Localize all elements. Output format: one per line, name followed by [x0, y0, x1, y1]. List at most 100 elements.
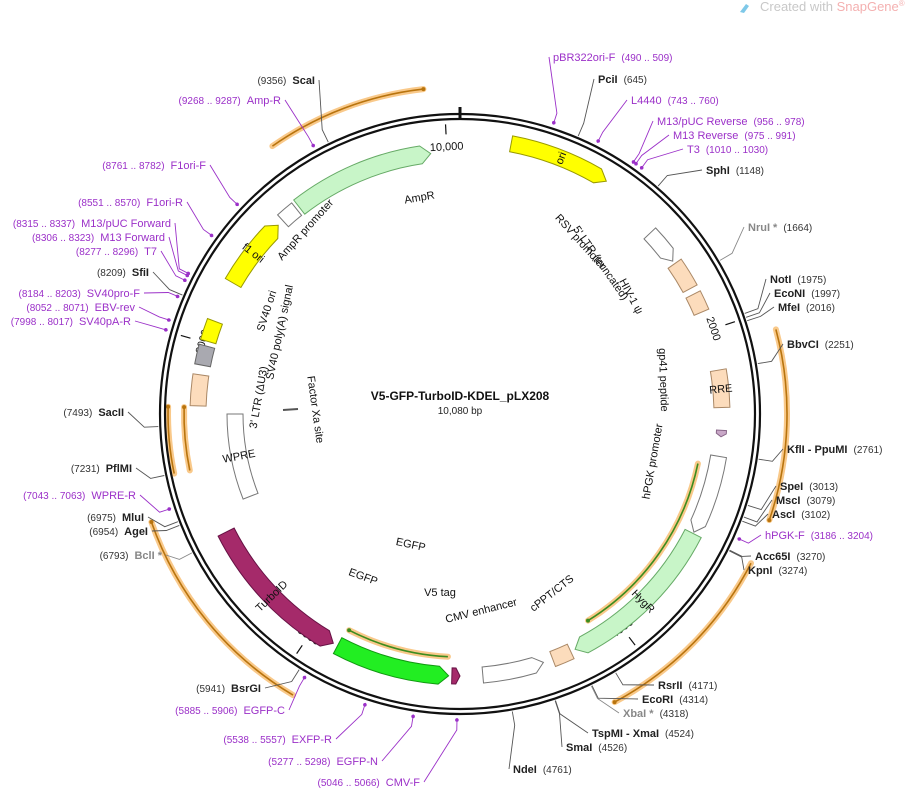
feature-cppt-cts[interactable] [549, 643, 575, 668]
primer-mark-egfp-n [411, 714, 415, 719]
site-name: AgeI [124, 526, 148, 538]
enzyme-label-ndei[interactable]: NdeI(4761) [513, 764, 572, 776]
primer-line-sv40pa-r [134, 320, 168, 331]
enzyme-label-mfei[interactable]: MfeI(2016) [778, 302, 835, 314]
feature-hiv-1-psi[interactable] [685, 290, 710, 316]
enzyme-label-xbai[interactable]: XbaI *(4318) [623, 708, 688, 720]
site-name: BclI * [134, 550, 162, 562]
enzyme-label-acc65i[interactable]: Acc65I(3270) [755, 551, 825, 563]
feature-sv40-ori[interactable] [199, 317, 224, 345]
primer-label-t7[interactable]: (8277 .. 8296)T7 [76, 246, 157, 258]
feature-hygr[interactable] [574, 528, 702, 654]
highlight-arrow-0 [421, 87, 426, 92]
feature-rre[interactable] [709, 368, 731, 409]
site-position: (8277 .. 8296) [76, 247, 138, 258]
enzyme-label-bbvci[interactable]: BbvCI(2251) [787, 339, 854, 351]
site-position: (4314) [679, 695, 708, 706]
feature-ampr[interactable] [292, 145, 432, 215]
highlight-arrow-6 [586, 618, 590, 623]
enzyme-label-scai[interactable]: (9356)ScaI [257, 75, 315, 87]
feature-f1-ori[interactable] [224, 224, 279, 289]
enzyme-label-asci[interactable]: AscI(3102) [772, 509, 830, 521]
enzyme-label-kfli-ppumi[interactable]: KflI - PpuMI(2761) [787, 444, 882, 456]
enzyme-line-ecori [591, 685, 639, 700]
primer-label-t3[interactable]: T3(1010 .. 1030) [687, 144, 768, 156]
primer-label-m13-puc-reverse[interactable]: M13/pUC Reverse(956 .. 978) [657, 116, 805, 128]
feature-gp41-peptide[interactable] [715, 429, 728, 438]
primer-label-pbr322ori-f[interactable]: pBR322ori-F(490 .. 509) [553, 52, 673, 64]
feature-label-egfp: EGFP [347, 566, 379, 588]
enzyme-label-pcii[interactable]: PciI(645) [598, 74, 647, 86]
primer-label-sv40pa-r[interactable]: (7998 .. 8017)SV40pA-R [11, 316, 131, 328]
primer-label-exfp-r[interactable]: (5538 .. 5557)EXFP-R [223, 734, 332, 746]
primer-label-f1ori-f[interactable]: (8761 .. 8782)F1ori-F [102, 160, 206, 172]
primer-label-wpre-r[interactable]: (7043 .. 7063)WPRE-R [23, 490, 136, 502]
primer-label-m13-puc-forward[interactable]: (8315 .. 8337)M13/pUC Forward [13, 218, 171, 230]
enzyme-label-agei[interactable]: (6954)AgeI [89, 526, 148, 538]
enzyme-label-ecori[interactable]: EcoRI(4314) [642, 694, 708, 706]
feature-label-egfp: EGFP [395, 536, 427, 554]
feature-rsv-promoter[interactable] [643, 227, 674, 262]
feature-ampr-promoter[interactable] [276, 202, 303, 228]
enzyme-line-xbai [590, 685, 620, 714]
feature-5-ltr-truncated[interactable] [667, 258, 698, 294]
enzyme-line-sfii [152, 271, 183, 296]
feature-v5-tag[interactable] [451, 667, 461, 685]
enzyme-label-mlui[interactable]: (6975)MluI [87, 512, 144, 524]
primer-label-hpgk-f[interactable]: hPGK-F(3186 .. 3204) [765, 530, 873, 542]
primer-mark-m13-reverse [634, 161, 638, 166]
enzyme-line-sphi [657, 169, 703, 187]
enzyme-label-econi[interactable]: EcoNI(1997) [774, 288, 840, 300]
feature-wpre[interactable] [226, 413, 259, 500]
primer-label-cmv-f[interactable]: (5046 .. 5066)CMV-F [318, 777, 421, 789]
watermark: Created with SnapGene® [740, 0, 905, 14]
primer-label-egfp-c[interactable]: (5885 .. 5906)EGFP-C [175, 705, 285, 717]
feature-hpgk-promoter[interactable] [690, 454, 728, 533]
feature-egfp[interactable] [332, 637, 450, 685]
site-name: NdeI [513, 764, 537, 776]
feature-cmv-enhancer[interactable] [481, 657, 545, 684]
primer-label-f1ori-r[interactable]: (8551 .. 8570)F1ori-R [78, 197, 183, 209]
enzyme-label-smai[interactable]: SmaI(4526) [566, 742, 627, 754]
enzyme-label-rsrii[interactable]: RsrII(4171) [658, 680, 717, 692]
enzyme-label-nrui[interactable]: NruI *(1664) [748, 222, 812, 234]
enzyme-label-bsrgi[interactable]: (5941)BsrGI [196, 683, 261, 695]
enzyme-label-kpni[interactable]: KpnI(3274) [748, 565, 807, 577]
enzyme-label-noti[interactable]: NotI(1975) [770, 274, 826, 286]
ring-tick-0 [725, 321, 736, 326]
enzyme-label-sacii[interactable]: (7493)SacII [63, 407, 124, 419]
feature-3-ltr-u3[interactable] [189, 373, 210, 407]
enzyme-label-bcli[interactable]: (6793)BclI * [100, 550, 163, 562]
primer-label-l4440[interactable]: L4440(743 .. 760) [631, 95, 719, 107]
enzyme-label-pflmi[interactable]: (7231)PflMI [71, 463, 132, 475]
primer-mark-hpgk-f [737, 537, 742, 541]
site-position: (2251) [825, 340, 854, 351]
primer-label-ebv-rev[interactable]: (8052 .. 8071)EBV-rev [26, 302, 135, 314]
callout-lines [127, 56, 784, 783]
highlight-core-0 [271, 88, 424, 147]
site-name: EBV-rev [95, 302, 136, 314]
enzyme-line-bsrgi [264, 669, 300, 689]
primer-label-sv40pro-f[interactable]: (8184 .. 8203)SV40pro-F [19, 288, 141, 300]
enzyme-label-sphi[interactable]: SphI(1148) [706, 165, 764, 177]
enzyme-label-sfii[interactable]: (8209)SfiI [97, 267, 149, 279]
primer-label-m13-reverse[interactable]: M13 Reverse(975 .. 991) [673, 130, 796, 142]
feature-label-ampr: AmpR [403, 189, 435, 206]
feature-ori[interactable] [509, 135, 607, 184]
primer-label-amp-r[interactable]: (9268 .. 9287)Amp-R [179, 95, 282, 107]
feature-turboid[interactable] [217, 527, 334, 647]
enzyme-label-spei[interactable]: SpeI(3013) [780, 481, 838, 493]
feature-sv40-poly-a-signal[interactable] [194, 343, 216, 368]
primer-mark-m13-forward [185, 273, 189, 278]
site-position: (5941) [196, 684, 225, 695]
site-name: SacII [98, 407, 124, 419]
site-name: SfiI [132, 267, 149, 279]
enzyme-label-tspmi-xmai[interactable]: TspMI - XmaI(4524) [592, 728, 694, 740]
site-position: (1975) [797, 275, 826, 286]
enzyme-line-msci [743, 499, 773, 523]
enzyme-label-msci[interactable]: MscI(3079) [776, 495, 835, 507]
enzyme-line-bcli [165, 552, 193, 560]
primer-label-egfp-n[interactable]: (5277 .. 5298)EGFP-N [268, 756, 378, 768]
primer-label-m13-forward[interactable]: (8306 .. 8323)M13 Forward [32, 232, 165, 244]
